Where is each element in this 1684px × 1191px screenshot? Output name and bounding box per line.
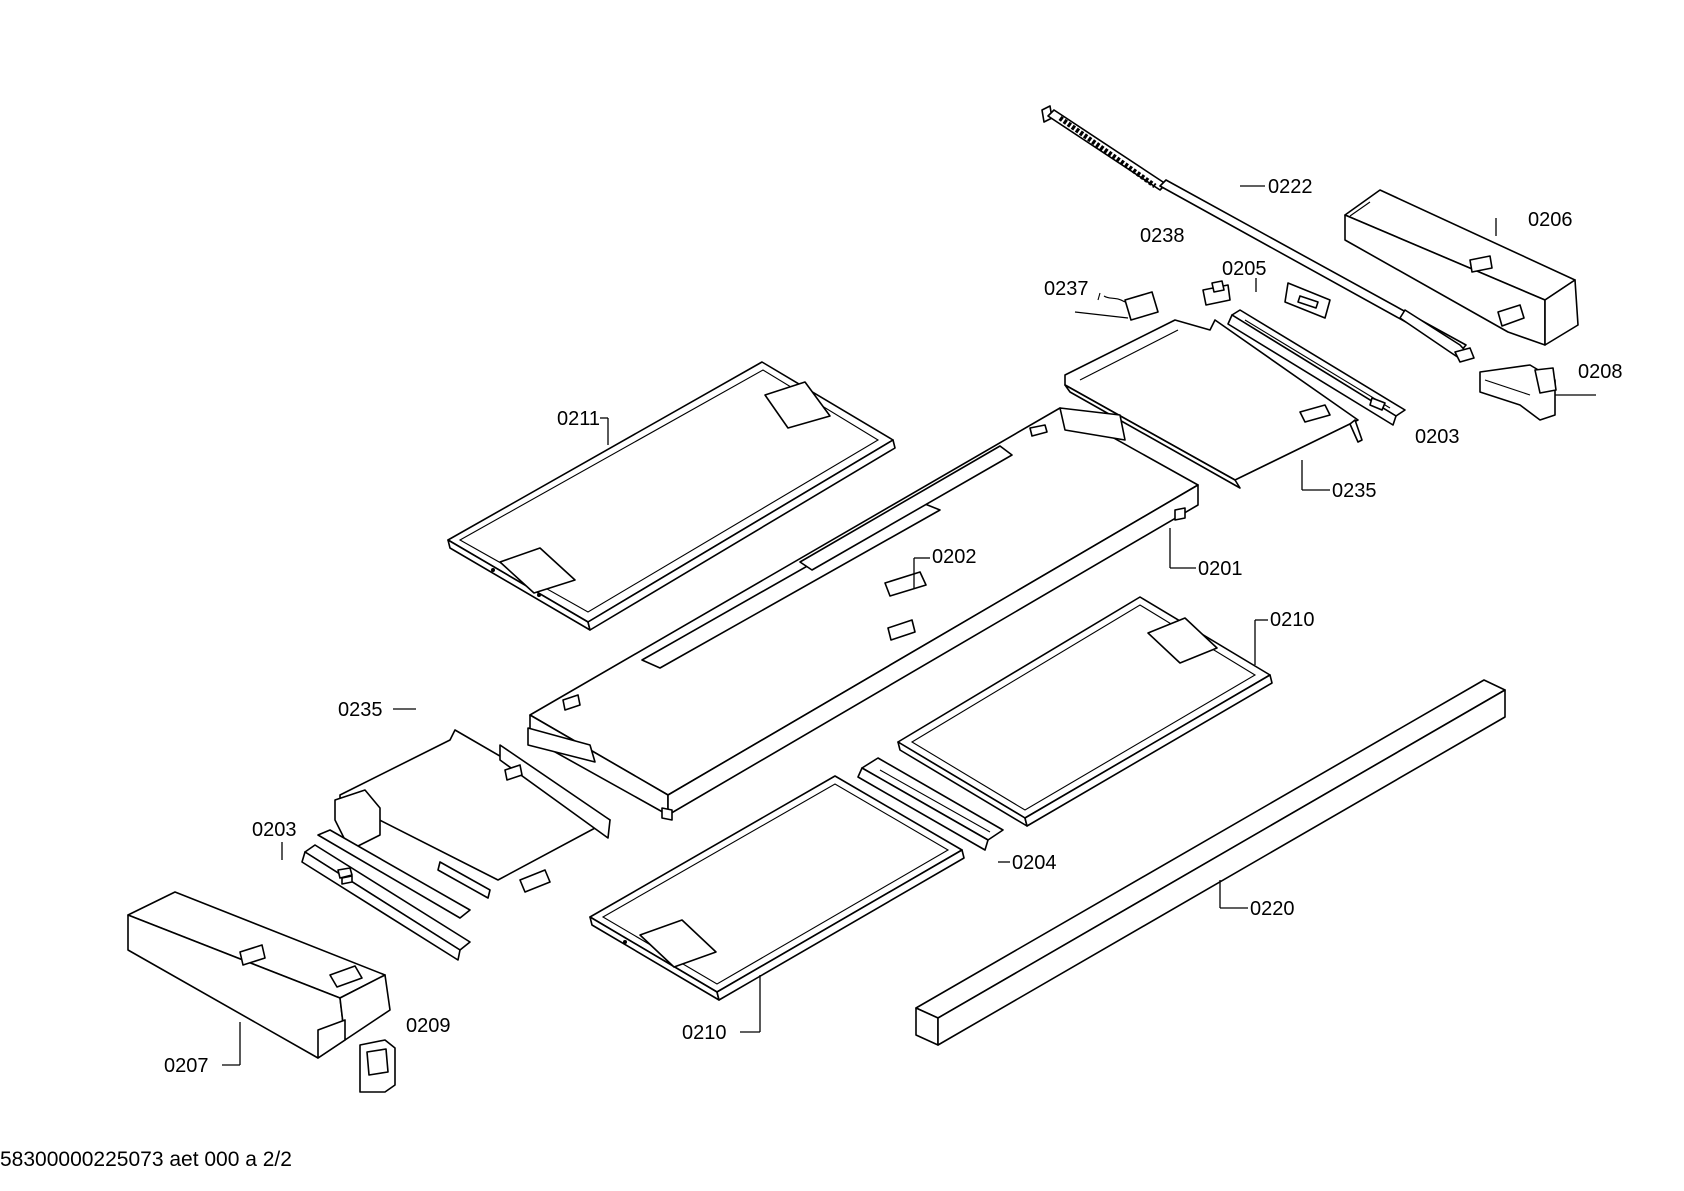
part-0204-rail: [857, 757, 1004, 851]
callout-labels: 0222 0206 0238 0205 0237 0208 0203 0235 …: [164, 176, 1623, 1077]
callout-0209: 0209: [406, 1015, 451, 1037]
callout-0207: 0207: [164, 1055, 209, 1077]
callout-0235-left: 0235: [338, 699, 383, 721]
part-0237-sensor: [1097, 291, 1159, 321]
part-bracket: [1284, 282, 1331, 319]
part-0206-end-cover: [1344, 189, 1579, 346]
part-0203-guide-rail-top: [1227, 309, 1406, 426]
callout-0203-left: 0203: [252, 819, 297, 841]
part-0202-label: [884, 571, 927, 641]
callout-0202: 0202: [932, 546, 977, 568]
part-0205-clip: [1202, 280, 1231, 306]
part-0235-side-plate-top: [1064, 319, 1363, 489]
part-0209-switch: [359, 1039, 396, 1093]
leader-lines: [222, 185, 1596, 1066]
callout-0208: 0208: [1578, 361, 1623, 383]
part-0222-rail: [1041, 105, 1475, 363]
part-0235-side-plate-left: [334, 729, 611, 899]
part-0211-frame: [447, 361, 896, 631]
callout-0211: 0211: [557, 408, 600, 430]
part-0203-guide-rail-left: [301, 829, 471, 961]
callout-0235-top: 0235: [1332, 480, 1377, 502]
callout-0201: 0201: [1198, 558, 1243, 580]
document-id: 58300000225073 aet 000 a 2/2: [0, 1148, 292, 1171]
callout-0220: 0220: [1250, 898, 1295, 920]
callout-0237: 0237: [1044, 278, 1089, 300]
callout-0210-top: 0210: [1270, 609, 1315, 631]
callout-0204: 0204: [1012, 852, 1057, 874]
part-0210-frame-bottom: [589, 775, 965, 1001]
callout-0210-bottom: 0210: [682, 1022, 727, 1044]
callout-0238: 0238: [1140, 225, 1185, 247]
part-0208-latch: [1479, 364, 1557, 421]
part-0210-frame-right: [897, 596, 1273, 827]
part-0201-main-body: [527, 407, 1199, 821]
callout-0206: 0206: [1528, 209, 1573, 231]
callout-0203-top: 0203: [1415, 426, 1460, 448]
part-0220-strip: [915, 679, 1506, 1046]
callout-0222: 0222: [1268, 176, 1313, 198]
part-0207-end-cover: [127, 891, 391, 1059]
callout-0205: 0205: [1222, 258, 1267, 280]
